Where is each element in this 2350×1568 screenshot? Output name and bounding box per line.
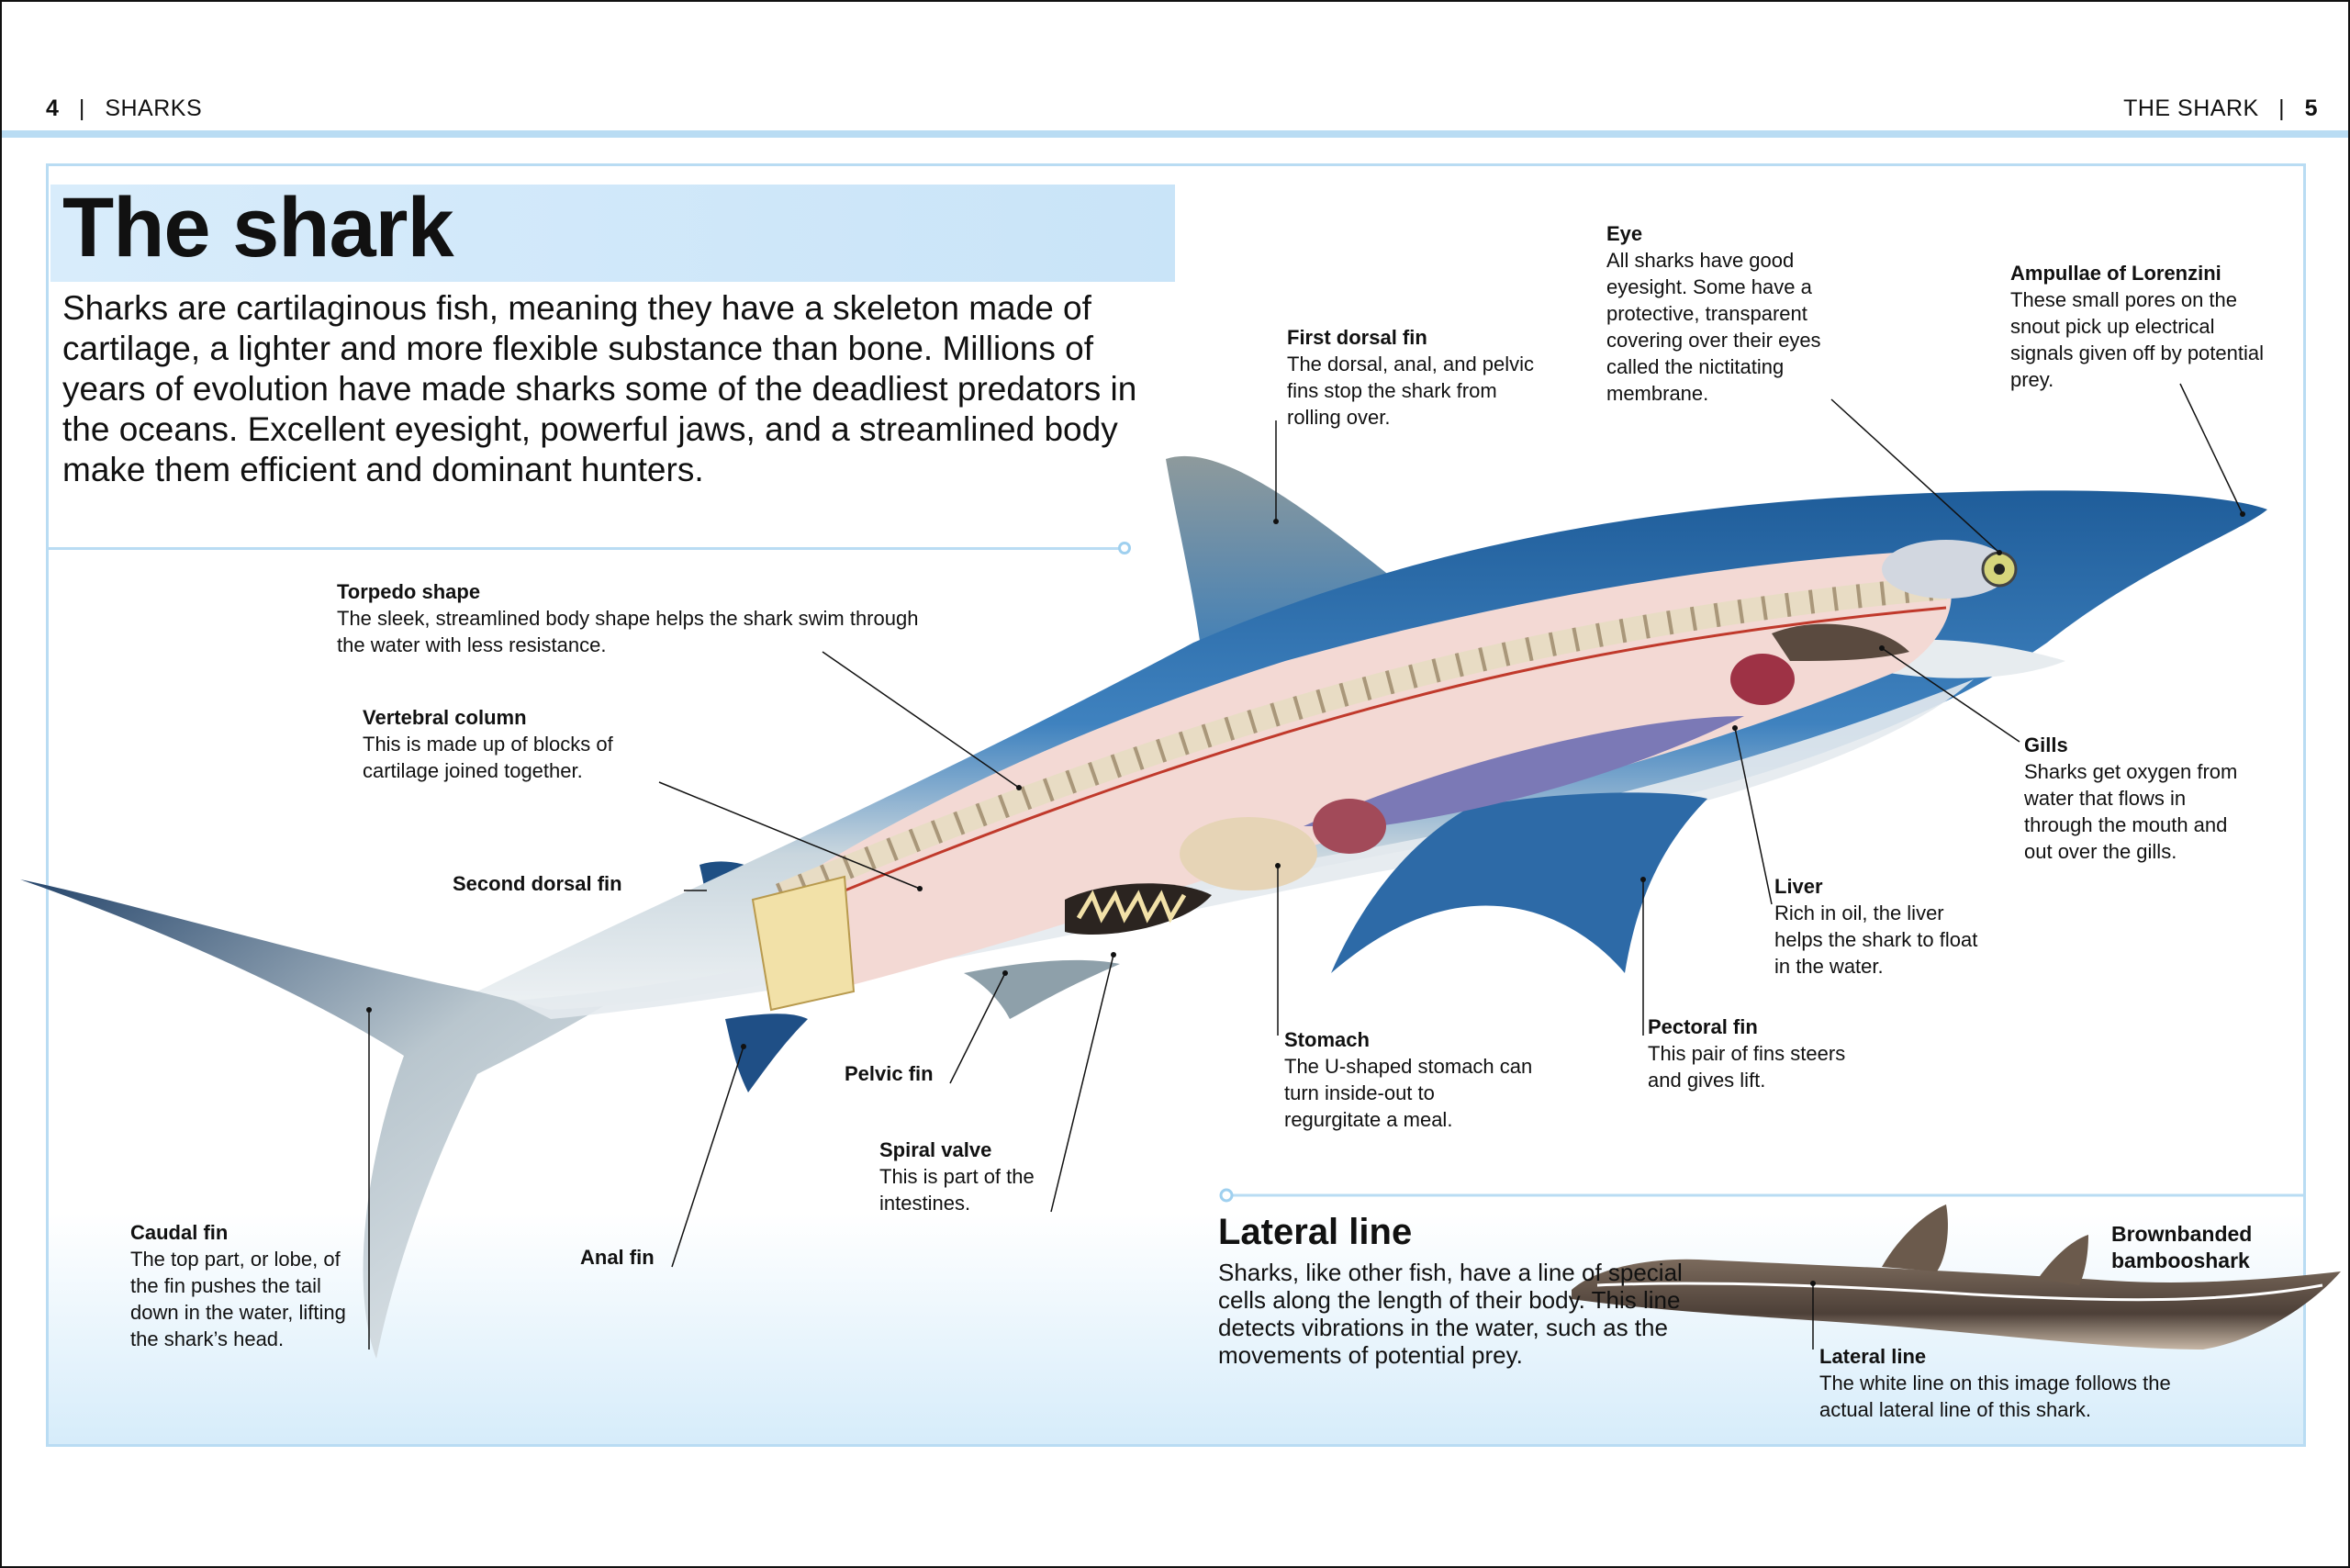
right-section-name: THE SHARK	[2123, 95, 2259, 121]
gills	[1772, 623, 1909, 661]
bambooshark-second-dorsal-fin	[2038, 1235, 2088, 1285]
leader-dots	[366, 511, 2245, 1049]
caudal-fin	[20, 879, 643, 1359]
lateral-divider-dot	[1219, 1188, 1234, 1203]
heart	[1730, 654, 1795, 705]
page-title: The shark	[62, 181, 454, 274]
stomach	[1180, 817, 1317, 890]
bambooshark-lateral-line	[1596, 1282, 2323, 1302]
cutaway-interior	[753, 551, 1952, 991]
skull	[1882, 540, 2010, 599]
bambooshark-dorsal-fin	[1882, 1204, 1948, 1271]
bambooshark-species-label: Brownbanded bambooshark	[2111, 1222, 2253, 1272]
header-separator: |	[78, 95, 85, 121]
right-page-header: THE SHARK | 5	[2123, 95, 2318, 122]
left-page-header: 4 | SHARKS	[46, 95, 202, 122]
header-separator: |	[2278, 95, 2286, 121]
title-highlight	[50, 185, 1175, 282]
header-rule	[2, 130, 2348, 138]
anal-fin	[725, 1014, 808, 1092]
label-second-dorsal-fin: Second dorsal fin	[453, 872, 622, 895]
organ-red	[1313, 799, 1386, 854]
divider-end-dot	[1118, 542, 1131, 554]
lateral-line-paragraph: Sharks, like other fish, have a line of …	[1218, 1259, 1683, 1369]
leader-lines	[368, 383, 2244, 1350]
lateral-line-heading: Lateral line	[1218, 1212, 1413, 1252]
intro-paragraph: Sharks are cartilaginous fish, meaning t…	[62, 289, 1137, 488]
pelvic-fin	[964, 959, 1120, 1019]
bambooshark	[1572, 1259, 2341, 1350]
label-anal-fin: Anal fin	[580, 1246, 655, 1269]
shark-belly	[514, 679, 1974, 1019]
left-section-name: SHARKS	[105, 95, 203, 121]
label-pelvic-fin: Pelvic fin	[845, 1062, 934, 1085]
vertebral-column	[775, 576, 1948, 906]
pectoral-fin	[1331, 792, 1707, 973]
right-page-number: 5	[2304, 95, 2318, 121]
liver	[1304, 716, 1744, 826]
left-page-number: 4	[46, 95, 60, 121]
intro-divider	[48, 547, 1120, 550]
cartilage-blocks	[751, 875, 856, 1012]
